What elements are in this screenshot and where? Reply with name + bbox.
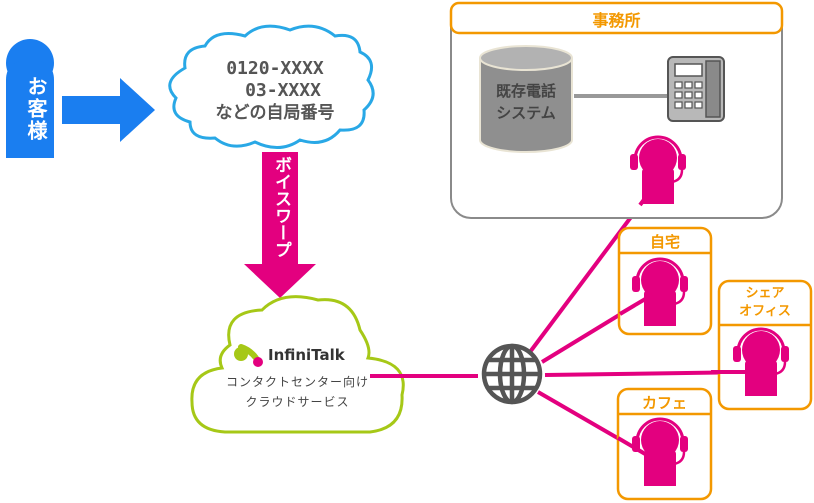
share-office-label-line-2: オフィス (739, 304, 791, 319)
infinitalk-desc-line-1: コンタクトセンター向け (225, 375, 369, 389)
infinitalk-cloud (190, 295, 405, 434)
office-label-box (449, 1, 784, 35)
phone-number-line-1: 0120-XXXX (226, 58, 324, 79)
phone-number-cloud (168, 24, 375, 149)
cafe-label: カフェ (641, 394, 687, 412)
database-icon (479, 45, 573, 153)
desk-phone-icon (667, 56, 725, 122)
customer-person-icon (6, 39, 54, 158)
legacy-system-line-1: 既存電話 (495, 82, 556, 100)
legacy-system-label: 既存電話 システム (480, 80, 572, 124)
voicewarp-label: ボイスワープ (271, 156, 291, 258)
voicewarp-arrow (244, 152, 316, 298)
phone-number-line-3: などの自局番号 (215, 103, 335, 123)
customer-label: お客様 (24, 76, 48, 142)
infinitalk-logo-icon (234, 344, 263, 367)
infinitalk-desc-line-2: クラウドサービス (245, 395, 350, 409)
share-office-label-line-1: シェア (745, 286, 785, 301)
share-office-label: シェア オフィス (719, 285, 811, 321)
legacy-system-line-2: システム (496, 104, 556, 122)
phone-number-line-2: 03-XXXX (245, 80, 321, 101)
infinitalk-description: コンタクトセンター向け クラウドサービス (205, 372, 390, 412)
infinitalk-brand: InfiniTalk (268, 346, 345, 364)
globe-icon (481, 343, 543, 405)
office-label: 事務所 (592, 11, 641, 30)
arrow-right-icon (62, 78, 155, 142)
home-label: 自宅 (649, 233, 680, 251)
phone-number-text: 0120-XXXX 03-XXXX などの自局番号 (190, 58, 360, 124)
